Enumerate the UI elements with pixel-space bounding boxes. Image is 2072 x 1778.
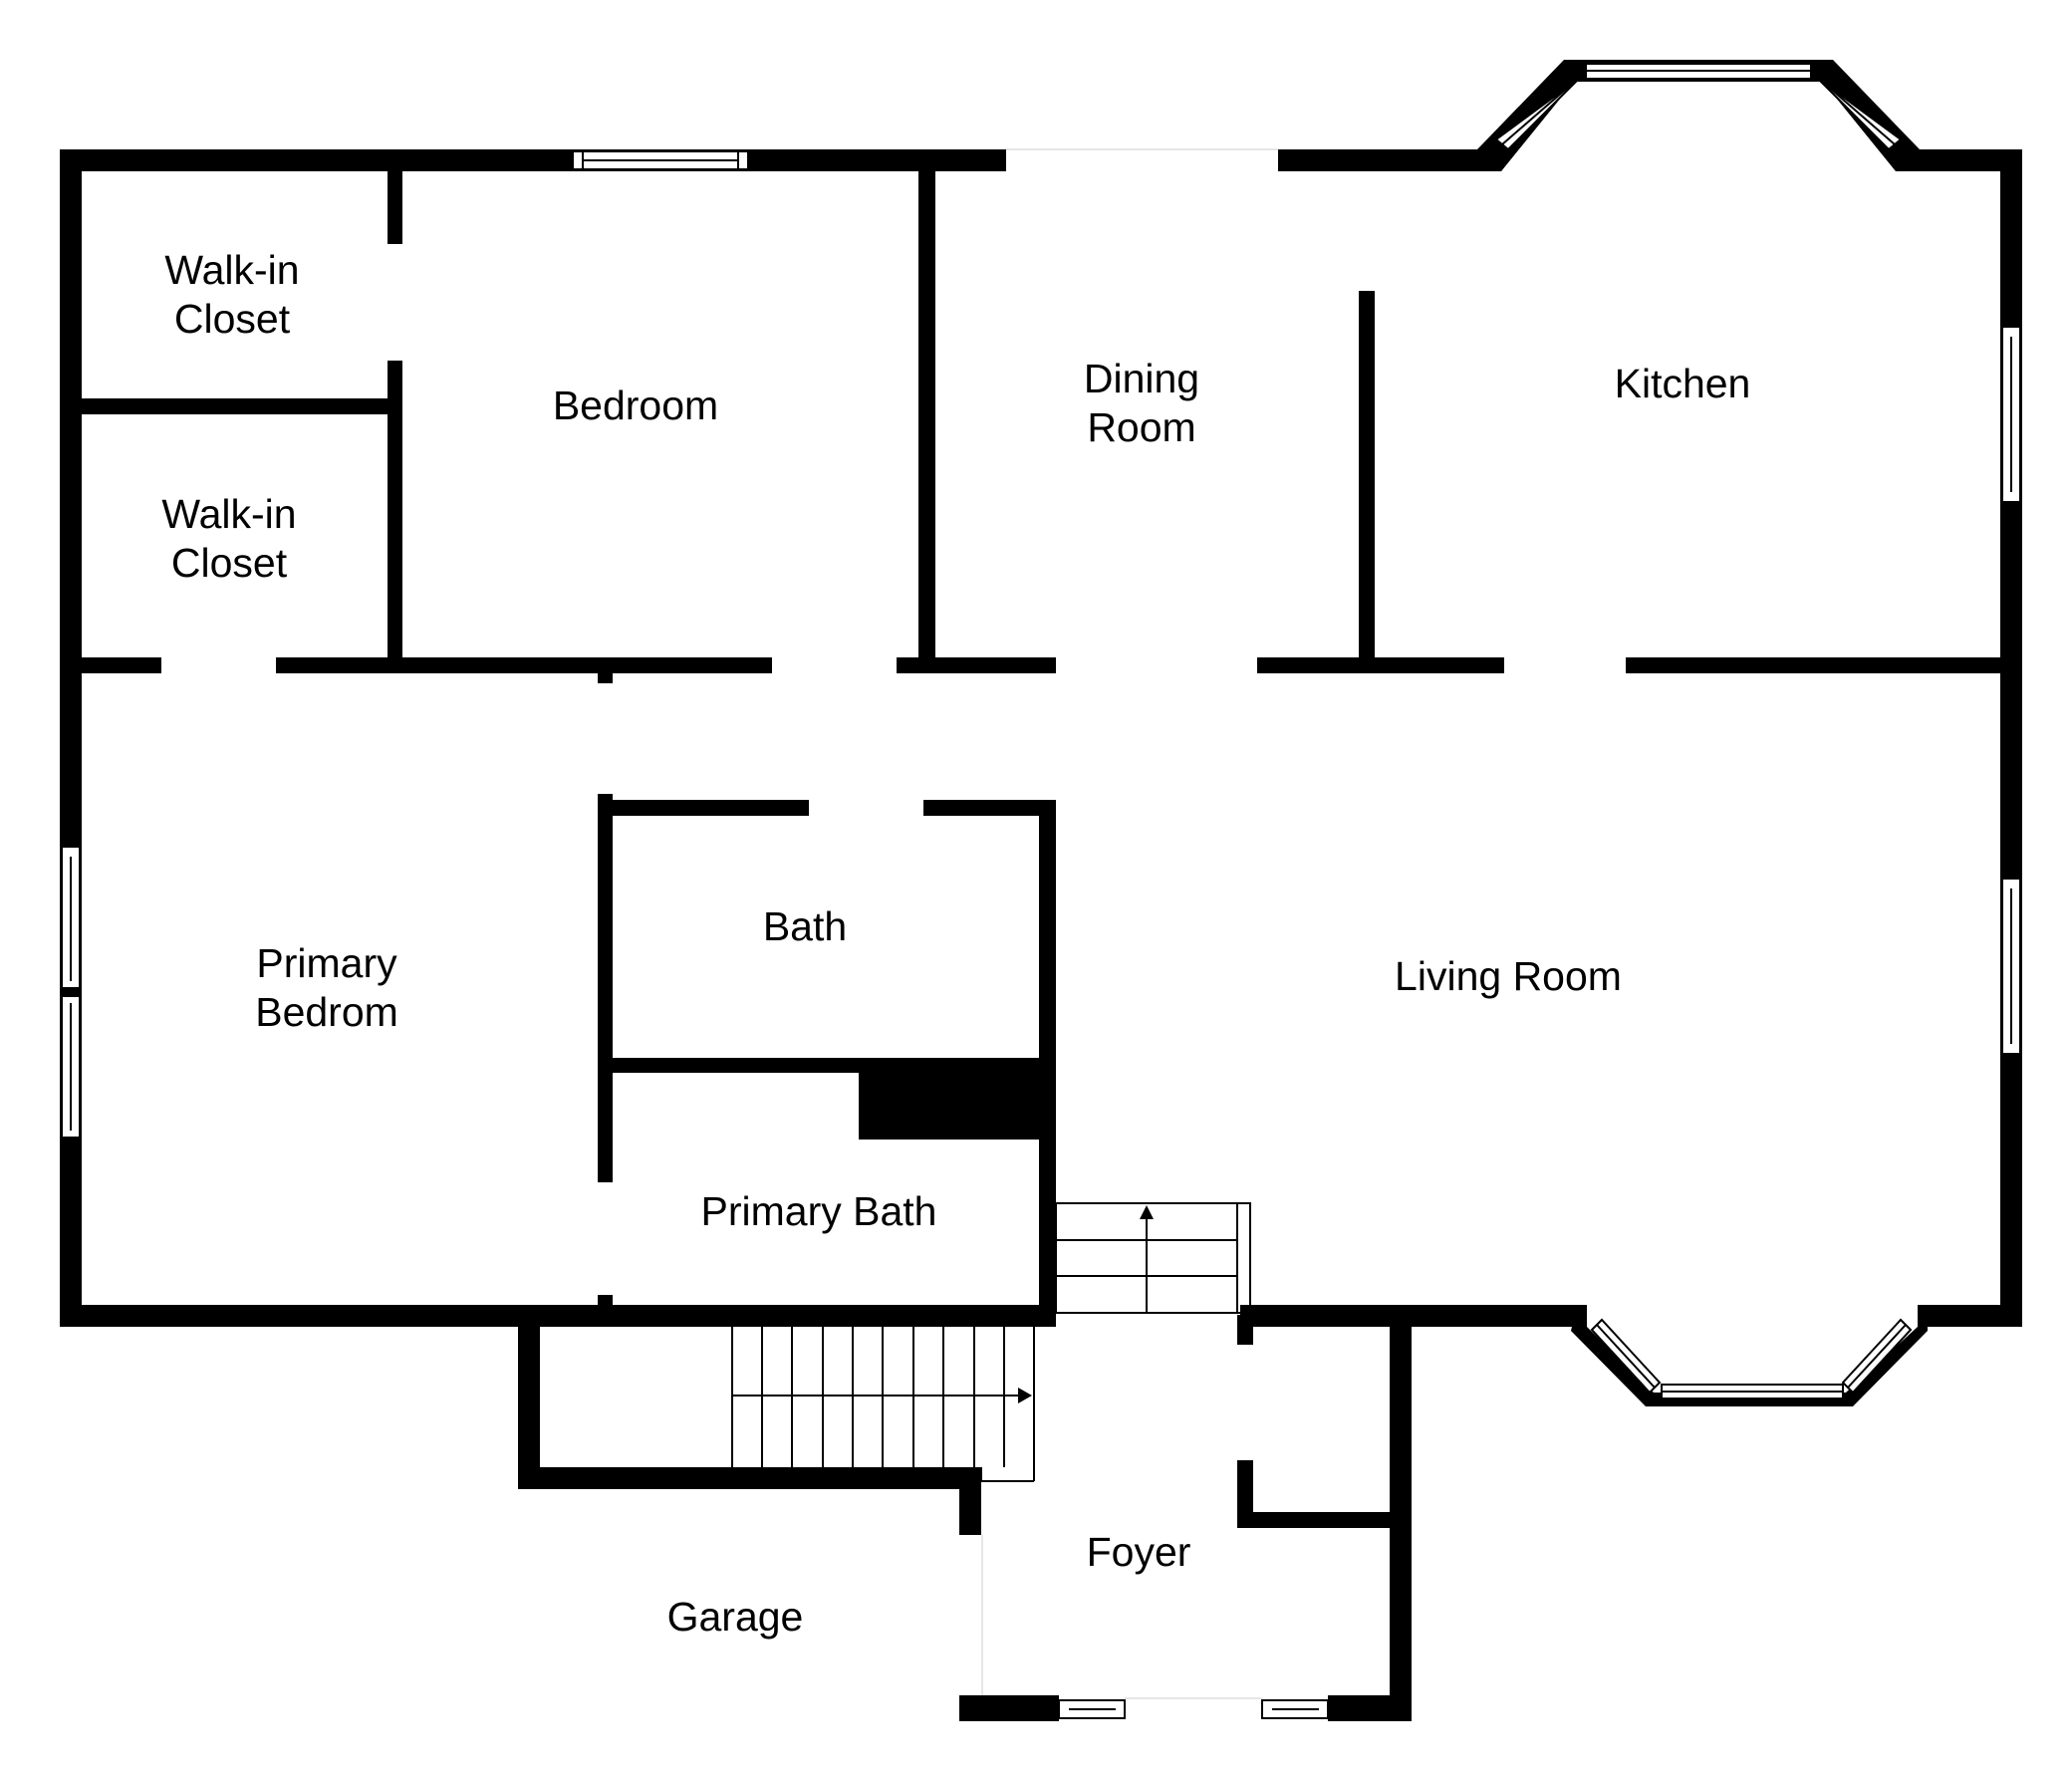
wall-top-right — [1905, 149, 2022, 171]
stairs-down-arrow-icon — [1018, 1388, 1032, 1403]
room-labels: Walk-in Closet Walk-in Closet Bedroom Di… — [161, 247, 1750, 1640]
walls — [60, 149, 2022, 1721]
wall-pbed-bath-top — [598, 673, 613, 683]
label-primary-bedroom-line1: Primary — [256, 940, 397, 986]
stairs-up-arrow-icon — [1140, 1205, 1154, 1219]
wall-pbed-bath-mid — [598, 794, 613, 1182]
label-foyer: Foyer — [1087, 1529, 1191, 1575]
wall-bottom-left — [60, 1305, 1056, 1327]
wall-mid-3 — [897, 657, 1056, 673]
shower-block — [859, 1058, 1046, 1140]
wall-garage-foyer — [959, 1467, 981, 1535]
stairs-down — [731, 1327, 1035, 1482]
wall-mid-2 — [276, 657, 772, 673]
wall-top-left — [60, 149, 1006, 171]
label-living-room: Living Room — [1395, 953, 1622, 999]
wall-bottom-foyer-right — [1240, 1305, 1587, 1327]
wall-bedroom-dining — [918, 159, 935, 671]
wall-foyer-closet-right — [1390, 1315, 1412, 1528]
kitchen-bay — [1477, 60, 1920, 171]
wall-bath-top-right — [923, 800, 1056, 816]
wall-dining-kitchen — [1359, 291, 1375, 671]
wall-foyer-closet-left-top — [1237, 1315, 1253, 1345]
wall-mid-1 — [70, 657, 161, 673]
wall-top-kitchen — [1278, 149, 1487, 171]
wall-bath-top-left — [598, 800, 809, 816]
wall-left — [60, 149, 82, 1325]
label-primary-bedroom-line2: Bedrom — [255, 989, 398, 1035]
wall-foyer-closet-left-bottom — [1237, 1460, 1253, 1526]
label-bedroom: Bedroom — [553, 382, 718, 428]
openings — [981, 148, 1278, 1699]
label-kitchen: Kitchen — [1615, 361, 1751, 406]
label-primary-bath: Primary Bath — [701, 1188, 937, 1234]
wall-mid-4 — [1257, 657, 1504, 673]
label-walk-in-closet-2-line1: Walk-in — [161, 491, 296, 537]
wall-stair-left — [518, 1315, 540, 1489]
wall-mid-5 — [1626, 657, 2012, 673]
living-bay — [1571, 1305, 1928, 1406]
wall-closet-bedroom-top — [388, 159, 402, 244]
label-walk-in-closet-2-line2: Closet — [171, 540, 288, 586]
label-dining-room-line2: Room — [1087, 404, 1195, 450]
label-garage: Garage — [667, 1594, 804, 1640]
windows — [61, 150, 2021, 1719]
label-walk-in-closet-1-line2: Closet — [174, 296, 291, 342]
wall-foyer-closet-bottom — [1237, 1512, 1412, 1528]
stairs-up — [1055, 1202, 1251, 1314]
wall-stair-bottom — [518, 1467, 981, 1489]
label-bath: Bath — [763, 903, 847, 949]
wall-foyer-left-bottom — [959, 1695, 981, 1721]
wall-closet-bedroom-bottom — [388, 361, 402, 671]
label-dining-room-line1: Dining — [1084, 356, 1199, 401]
wall-pbed-bath-bottom — [598, 1295, 613, 1315]
wall-bath-right — [1039, 800, 1056, 1318]
label-walk-in-closet-1-line1: Walk-in — [164, 247, 299, 293]
wall-bottom-right — [1918, 1305, 2022, 1327]
wall-closet-divider — [70, 398, 402, 414]
